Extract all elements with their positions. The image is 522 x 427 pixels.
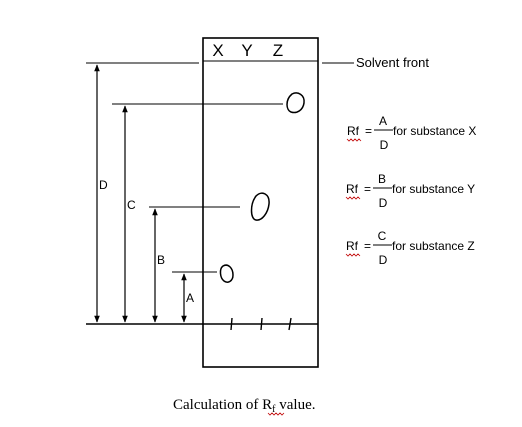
- spellcheck-underline: [346, 138, 362, 142]
- figure-caption: Calculation of Rf value.: [173, 397, 316, 415]
- rf-lhs: Rf: [347, 124, 360, 138]
- distance-label-a: A: [186, 291, 194, 305]
- caption-r: R: [262, 397, 272, 413]
- caption-lead: Calculation of: [173, 397, 262, 413]
- rf-lhs: Rf: [346, 239, 359, 253]
- spot-z: [286, 92, 305, 114]
- rf-denominator: D: [379, 253, 388, 267]
- distance-label-b: B: [157, 253, 165, 267]
- rf-equals: =: [365, 124, 372, 138]
- plate-outline: [202, 37, 319, 368]
- caption-tail: value.: [276, 397, 316, 413]
- spot-x: [219, 264, 234, 283]
- solvent-front-label: Solvent front: [356, 55, 429, 70]
- rf-suffix: for substance Z: [392, 239, 475, 253]
- rf-formula-x: Rf = A D for substance X: [346, 114, 476, 152]
- rf-numerator: C: [378, 229, 387, 243]
- tlc-plate: X Y Z: [202, 37, 319, 368]
- spellcheck-underline-caption: [267, 412, 285, 416]
- distance-label-c: C: [127, 198, 136, 212]
- lane-label-y: Y: [241, 41, 252, 60]
- rf-denominator: D: [379, 196, 388, 210]
- rf-numerator: A: [379, 114, 387, 128]
- rf-suffix: for substance X: [393, 124, 476, 138]
- origin-tick-3: [288, 317, 292, 331]
- rf-suffix: for substance Y: [392, 182, 475, 196]
- origin-tick-2: [260, 317, 263, 331]
- spellcheck-underline: [345, 253, 361, 257]
- rf-equals: =: [364, 182, 371, 196]
- rf-numerator: B: [378, 172, 386, 186]
- caption-f-subscript: f: [272, 404, 276, 415]
- rf-formula-z: Rf = C D for substance Z: [345, 229, 475, 267]
- rf-denominator: D: [380, 138, 389, 152]
- origin-tick-1: [230, 317, 233, 331]
- rf-lhs: Rf: [346, 182, 359, 196]
- rf-equals: =: [364, 239, 371, 253]
- spellcheck-underline: [345, 196, 361, 200]
- solvent-front: Solvent front: [86, 55, 429, 70]
- distance-label-d: D: [99, 178, 108, 192]
- lane-label-z: Z: [273, 41, 283, 60]
- spot-y: [250, 192, 270, 221]
- origin-line: [86, 317, 318, 331]
- lane-label-x: X: [212, 41, 223, 60]
- rf-formula-y: Rf = B D for substance Y: [345, 172, 475, 210]
